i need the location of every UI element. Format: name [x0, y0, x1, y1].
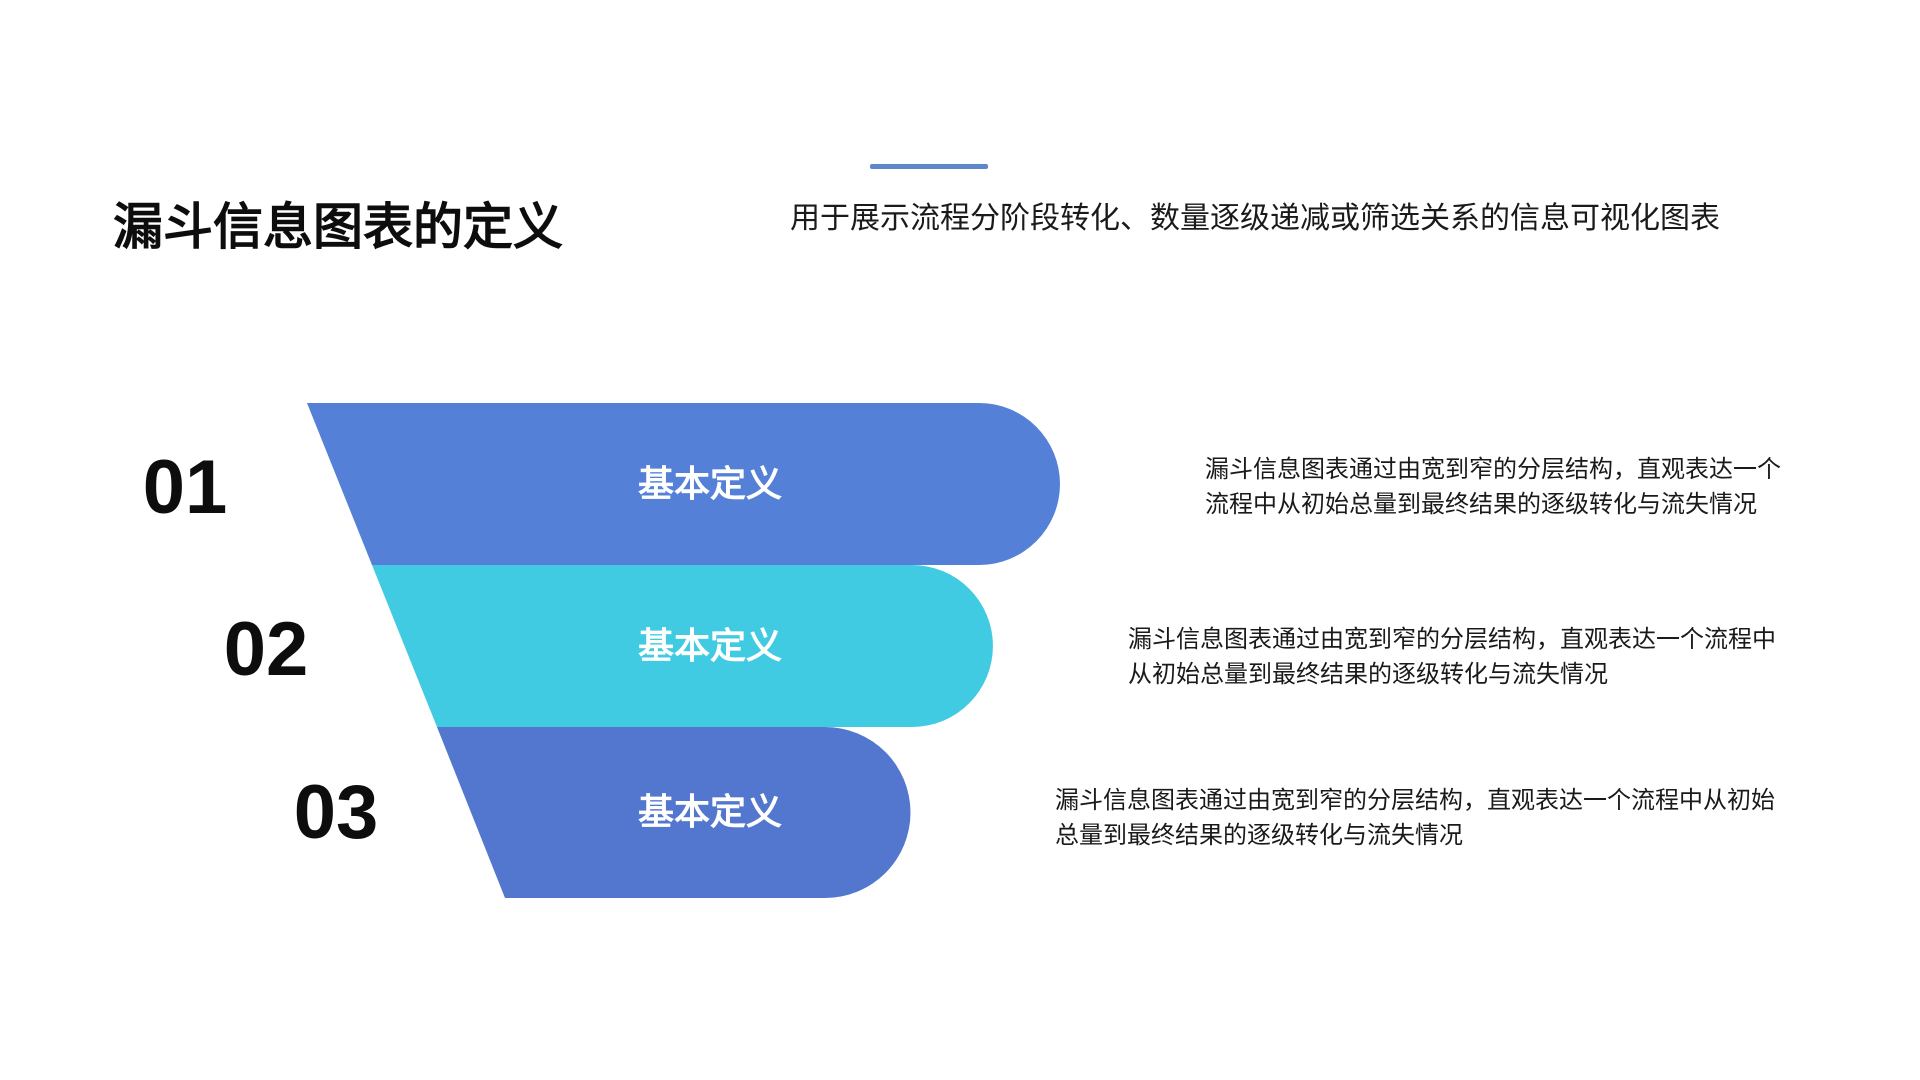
- funnel-segment-3: [437, 727, 911, 898]
- accent-line: [870, 164, 988, 169]
- item-3-description: 漏斗信息图表通过由宽到窄的分层结构，直观表达一个流程中从初始 总量到最终结果的逐…: [1055, 783, 1775, 853]
- item-2-description-line-1: 漏斗信息图表通过由宽到窄的分层结构，直观表达一个流程中: [1128, 626, 1776, 653]
- page-title: 漏斗信息图表的定义: [113, 199, 563, 255]
- item-1-description-line-1: 漏斗信息图表通过由宽到窄的分层结构，直观表达一个: [1205, 456, 1781, 483]
- funnel-segment-2-label: 基本定义: [637, 625, 782, 666]
- item-3-description-line-2: 总量到最终结果的逐级转化与流失情况: [1055, 822, 1463, 849]
- funnel-segment-3-label: 基本定义: [637, 791, 782, 832]
- item-2-description: 漏斗信息图表通过由宽到窄的分层结构，直观表达一个流程中 从初始总量到最终结果的逐…: [1128, 622, 1776, 692]
- page-subtitle: 用于展示流程分阶段转化、数量逐级递减或筛选关系的信息可视化图表: [790, 202, 1720, 235]
- item-1-number: 01: [142, 445, 228, 530]
- item-3-description-line-1: 漏斗信息图表通过由宽到窄的分层结构，直观表达一个流程中从初始: [1055, 787, 1775, 814]
- item-1-description: 漏斗信息图表通过由宽到窄的分层结构，直观表达一个 流程中从初始总量到最终结果的逐…: [1205, 452, 1781, 522]
- item-2-number: 02: [223, 607, 309, 692]
- item-1-description-line-2: 流程中从初始总量到最终结果的逐级转化与流失情况: [1205, 491, 1757, 518]
- funnel-segment-2: [372, 565, 993, 727]
- item-3-number: 03: [293, 770, 379, 855]
- item-2-description-line-2: 从初始总量到最终结果的逐级转化与流失情况: [1128, 661, 1608, 688]
- funnel-segment-1-label: 基本定义: [637, 463, 782, 504]
- funnel-segment-1: [307, 403, 1060, 565]
